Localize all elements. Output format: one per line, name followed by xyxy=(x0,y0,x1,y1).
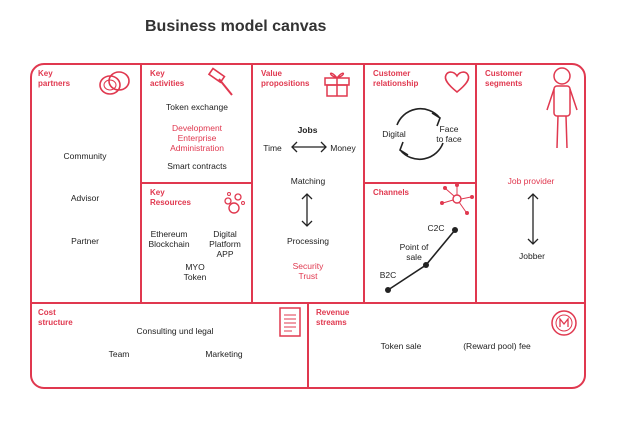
network-icon xyxy=(440,183,474,215)
divider-activities-resources xyxy=(140,182,253,184)
activity-highlight: Development Enterprise Administration xyxy=(170,123,224,153)
time-label: Time xyxy=(263,143,282,153)
bubbles-icon xyxy=(224,192,245,214)
cost-item: Marketing xyxy=(205,349,243,359)
section-header: Key partners xyxy=(38,69,71,88)
heart-icon xyxy=(444,71,470,94)
value-highlight: Security Trust xyxy=(292,261,324,281)
money-label: Money xyxy=(330,143,356,153)
person-icon xyxy=(546,67,578,149)
double-arrow-horizontal-icon xyxy=(291,141,327,153)
c2c-label: C2C xyxy=(427,223,445,233)
processing-label: Processing xyxy=(286,236,330,246)
section-header: Key Resources xyxy=(150,188,191,207)
cycle-arrows-icon xyxy=(396,107,444,161)
cost-item: Team xyxy=(108,349,130,359)
revenue-item: (Reward pool) fee xyxy=(463,341,531,351)
section-header: Customer relationship xyxy=(373,69,419,88)
partner-item: Partner xyxy=(71,236,99,246)
b2c-label: B2C xyxy=(379,270,397,280)
revenue-item: Token sale xyxy=(380,341,422,351)
section-header: Customer segments xyxy=(485,69,523,88)
section-header: Value propositions xyxy=(261,69,310,88)
double-arrow-vertical-icon xyxy=(301,193,313,227)
jobber-label: Jobber xyxy=(519,251,545,261)
activity-item: Token exchange xyxy=(166,102,228,112)
resource-item: Digital Platform APP xyxy=(209,229,241,259)
partner-item: Advisor xyxy=(70,193,100,203)
cost-item: Consulting und legal xyxy=(136,326,214,336)
activity-item: Smart contracts xyxy=(167,161,227,171)
gift-icon xyxy=(324,72,350,97)
hammer-icon xyxy=(207,67,233,96)
growth-line-icon xyxy=(385,227,458,293)
coin-icon xyxy=(551,310,577,336)
section-header: Revenue streams xyxy=(316,308,350,327)
jobs-label: Jobs xyxy=(297,125,318,135)
partner-item: Community xyxy=(63,151,107,161)
face-to-face-label: Face to face xyxy=(436,124,462,144)
page-title: Business model canvas xyxy=(145,18,327,35)
resource-item: Ethereum Blockchain xyxy=(148,229,190,249)
resource-item: MYO Token xyxy=(183,262,207,282)
section-header: Key activities xyxy=(150,69,185,88)
digital-label: Digital xyxy=(382,129,406,139)
section-header: Channels xyxy=(373,188,410,197)
double-arrow-vertical-icon xyxy=(527,193,539,245)
divider-relationship-channels xyxy=(363,182,477,184)
section-header: Cost structure xyxy=(38,308,73,327)
document-icon xyxy=(279,307,301,337)
divider-cost-revenue xyxy=(307,302,309,389)
matching-label: Matching xyxy=(290,176,326,186)
point-of-sale-label: Point of sale xyxy=(399,242,429,262)
job-provider-label: Job provider xyxy=(507,176,555,186)
rings-icon xyxy=(99,71,130,95)
